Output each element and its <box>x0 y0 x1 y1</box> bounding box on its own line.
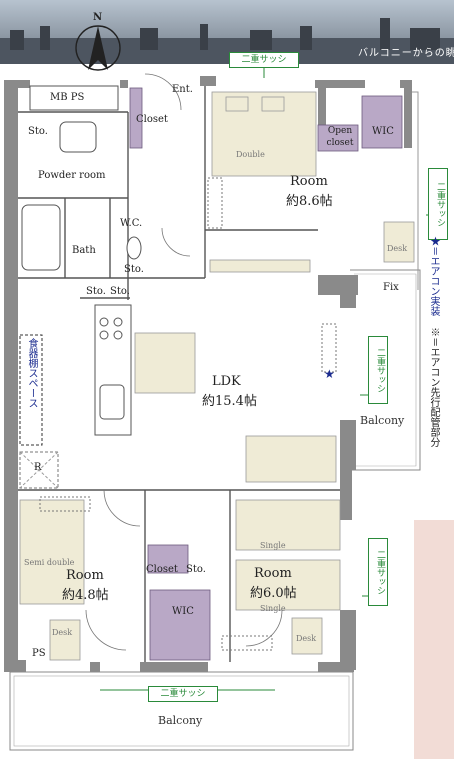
sash-label-right-top: 二重サッシ <box>428 168 448 240</box>
bath-label: Bath <box>72 245 96 256</box>
powder-room-label: Powder room <box>38 170 106 181</box>
kitchen-sink <box>99 384 125 420</box>
desk-right-label: Desk <box>296 634 317 643</box>
legend: ★＝エアコン実装 ※＝エアコン先行配管部分 <box>426 236 440 447</box>
storage-b-label: Sto. <box>110 286 130 297</box>
wic-mid-label: WIC <box>172 606 194 617</box>
cupboard-space <box>19 334 43 446</box>
closet-mid-label: Closet <box>146 564 178 575</box>
view-caption: バルコニーからの眺望 <box>358 48 454 59</box>
mb-ps-label: MB PS <box>50 92 85 103</box>
desk-left-label: Desk <box>52 628 73 637</box>
neighbor-area <box>414 520 454 759</box>
mb-ps-box <box>29 85 119 111</box>
ldk-size: 約15.4帖 <box>202 394 257 409</box>
furniture <box>19 91 415 661</box>
balcony-east <box>350 269 421 471</box>
storage-mid-label: Sto. <box>186 564 206 575</box>
toilet <box>126 236 142 260</box>
compass-icon <box>75 25 121 71</box>
room1-name: Room <box>290 174 328 189</box>
sash-label-ldk: 二重サッシ <box>368 336 388 404</box>
room2-name: Room <box>66 568 104 583</box>
closet-entry-label: Closet <box>136 114 168 125</box>
sash-label-top: 二重サッシ <box>229 52 299 68</box>
refrigerator-box <box>19 451 59 489</box>
entrance-label: Ent. <box>172 84 193 95</box>
single-bed-1-label: Single <box>260 541 286 550</box>
cupboard-space-label: 食器棚スペース <box>26 338 37 408</box>
partitions <box>18 86 340 662</box>
room3-name: Room <box>254 566 292 581</box>
balcony-east-label: Balcony <box>360 414 405 427</box>
ldk-name: LDK <box>212 374 241 389</box>
balcony-south-label: Balcony <box>158 714 203 727</box>
storage-label-1: Sto. <box>28 126 48 137</box>
wic-top-label: WIC <box>372 126 394 137</box>
closets <box>129 87 403 661</box>
room3-size: 約6.0帖 <box>250 586 297 601</box>
refrigerator-label: R <box>34 462 42 473</box>
open-closet-label: Open closet <box>326 126 354 148</box>
fix-label: Fix <box>383 282 399 293</box>
storage-a-label: Sto. <box>86 286 106 297</box>
stove <box>99 317 123 340</box>
washbasin <box>59 121 97 153</box>
balcony-south <box>9 671 354 751</box>
north-label: N <box>93 12 103 23</box>
wc-label: W.C. <box>120 218 143 229</box>
double-bed-label: Double <box>236 150 265 159</box>
walls <box>4 76 412 672</box>
sash-label-bottom: 二重サッシ <box>148 686 218 702</box>
room1-size: 約8.6帖 <box>286 194 333 209</box>
sash-label-room3: 二重サッシ <box>368 538 388 606</box>
storage-wc-label: Sto. <box>124 264 144 275</box>
single-bed-2-label: Single <box>260 604 286 613</box>
legend-mark-text: ※＝エアコン先行配管部分 <box>428 327 439 447</box>
legend-star-text: ★＝エアコン実装 <box>428 236 439 316</box>
ps-bottom-label: PS <box>32 648 46 659</box>
room2-size: 約4.8帖 <box>62 588 109 603</box>
kitchen-counter <box>94 304 132 436</box>
aircon-star-icon: ★ <box>324 367 335 381</box>
bathtub <box>21 204 61 271</box>
desk-top-label: Desk <box>387 244 408 253</box>
semi-double-label: Semi double <box>24 558 75 567</box>
